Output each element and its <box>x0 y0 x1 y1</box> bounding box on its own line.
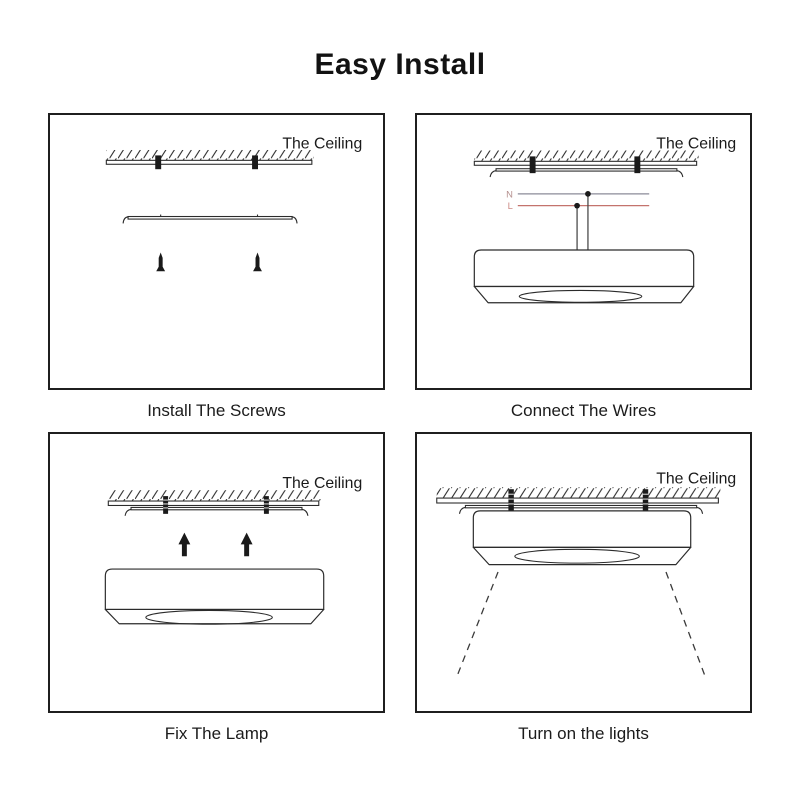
ceiling-label: The Ceiling <box>656 136 736 153</box>
anchor-screw <box>252 155 259 170</box>
junction-dot <box>574 202 580 209</box>
panel-connect-wires: The Ceiling N L <box>415 113 752 390</box>
caption-turn-on-lights: Turn on the lights <box>518 724 649 743</box>
anchor-screw <box>155 155 162 170</box>
ceiling-slab <box>436 497 719 504</box>
lamp-body <box>472 510 692 566</box>
wire-l-label: L <box>508 201 513 211</box>
lamp-lens <box>514 548 640 564</box>
ceiling-slab <box>473 160 698 166</box>
connect-wires-diagram: The Ceiling N L <box>473 136 736 304</box>
up-arrow-icon <box>240 532 253 557</box>
ceiling-hatch <box>436 487 721 498</box>
junction-dot <box>585 190 591 197</box>
panel-install-screws: The Ceiling <box>48 113 385 390</box>
step-turn-on-lights: The Ceiling <box>415 432 752 755</box>
ceiling-hatch <box>108 490 321 501</box>
fix-lamp-diagram: The Ceiling <box>104 475 362 625</box>
mounting-bracket <box>458 504 704 514</box>
ceiling-label: The Ceiling <box>282 475 362 492</box>
ceiling-hatch <box>106 149 314 161</box>
caption-connect-wires: Connect The Wires <box>510 401 657 420</box>
screw <box>263 496 269 514</box>
panel-turn-on-lights: The Ceiling <box>415 432 752 713</box>
lamp-lens <box>145 609 273 625</box>
ceiling-hatch <box>474 150 699 161</box>
turn-on-lights-diagram: The Ceiling <box>436 470 736 678</box>
panel-grid: The Ceiling Install The S <box>48 113 752 755</box>
step-connect-wires: The Ceiling N L <box>415 113 752 432</box>
mounting-bracket <box>122 214 298 224</box>
screw <box>253 252 262 272</box>
wire-n-label: N <box>506 189 513 199</box>
screw <box>508 489 514 512</box>
screw <box>156 252 166 272</box>
lamp-body <box>473 249 695 304</box>
mounting-bracket <box>489 168 684 178</box>
ceiling-label: The Ceiling <box>282 136 362 153</box>
anchor-screw <box>529 156 536 174</box>
page-title: Easy Install <box>314 48 486 81</box>
screw <box>642 489 649 512</box>
light-ray <box>455 571 499 678</box>
lamp-lens <box>518 289 643 303</box>
panel-fix-lamp: The Ceiling <box>48 432 385 713</box>
step-fix-lamp: The Ceiling <box>48 432 385 755</box>
install-screws-diagram: The Ceiling <box>105 136 362 272</box>
mounting-bracket <box>124 506 309 516</box>
caption-fix-lamp: Fix The Lamp <box>164 724 269 743</box>
ceiling-label: The Ceiling <box>656 470 736 487</box>
lamp-body <box>104 568 325 625</box>
light-ray <box>665 571 707 678</box>
step-install-screws: The Ceiling Install The S <box>48 113 385 432</box>
caption-install-screws: Install The Screws <box>147 401 286 420</box>
screw <box>163 496 169 514</box>
ceiling-slab <box>107 500 320 507</box>
up-arrow-icon <box>178 532 191 557</box>
anchor-screw <box>634 156 641 174</box>
ceiling-slab <box>105 159 313 165</box>
